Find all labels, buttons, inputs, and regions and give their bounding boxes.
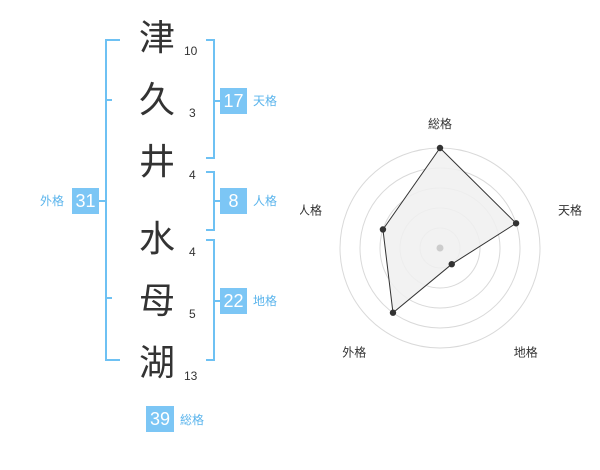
tenkaku-value-badge: 17 <box>220 88 247 114</box>
name-char-1: 津 <box>138 18 175 59</box>
stroke-count-6: 13 <box>184 369 198 383</box>
soukaku-label: 総格 <box>180 413 205 427</box>
outer-bracket <box>105 39 120 361</box>
gaikaku-value-badge: 31 <box>72 188 99 214</box>
radar-axis-label-1: 総格 <box>428 116 452 131</box>
radar-point-3 <box>448 260 455 268</box>
tenkaku-label: 天格 <box>253 94 278 108</box>
chikaku-label: 地格 <box>253 294 278 308</box>
chikaku-bracket <box>206 239 215 361</box>
radar-axis-label-5: 人格 <box>300 202 322 217</box>
jinkaku-bracket <box>206 171 215 231</box>
jinkaku-value-badge: 8 <box>220 188 247 214</box>
radar-point-4 <box>389 309 397 316</box>
stroke-count-5: 5 <box>189 307 196 321</box>
name-char-3: 井 <box>138 142 175 183</box>
chikaku-value-badge: 22 <box>220 288 247 314</box>
tenkaku-bracket <box>206 39 215 159</box>
radar-center-dot <box>436 244 444 252</box>
gaikaku-label: 外格 <box>40 194 65 208</box>
radar-axis-label-3: 地格 <box>514 345 538 360</box>
stroke-count-3: 4 <box>189 168 196 182</box>
radar-point-5 <box>379 226 387 233</box>
radar-axis-label-4: 外格 <box>342 345 366 360</box>
soukaku-value-badge: 39 <box>146 406 174 432</box>
jinkaku-label: 人格 <box>253 194 278 208</box>
stroke-count-2: 3 <box>189 106 196 120</box>
radar-point-2 <box>512 220 520 227</box>
radar-area <box>382 147 517 314</box>
name-char-6: 湖 <box>138 343 175 384</box>
radar-axis-label-2: 天格 <box>558 202 582 217</box>
stroke-count-4: 4 <box>189 245 196 259</box>
radar-point-1 <box>436 144 444 152</box>
stroke-count-1: 10 <box>184 44 198 58</box>
name-char-4: 水 <box>138 219 175 260</box>
name-char-2: 久 <box>138 80 175 121</box>
name-char-5: 母 <box>138 281 175 322</box>
